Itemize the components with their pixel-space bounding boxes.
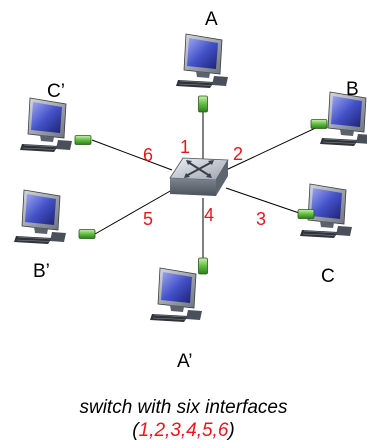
host-b-prime-computer-icon [13, 189, 67, 245]
host-label-a: A [205, 9, 218, 30]
host-label-b: B [346, 79, 359, 100]
caption-line-1: switch with six interfaces [0, 398, 367, 417]
nic-a-prime-icon [198, 257, 208, 275]
interface-label-1: 1 [180, 137, 191, 157]
interface-label-3: 3 [256, 209, 267, 229]
link-6-to-c-prime [91, 139, 173, 171]
nic-a-icon [198, 95, 208, 113]
host-a-prime-computer-icon [149, 267, 203, 323]
caption-line-2: (1,2,3,4,5,6) [0, 421, 367, 440]
host-label-b-prime: B’ [33, 261, 50, 282]
link-2-to-b [225, 124, 323, 171]
link-3-to-c [225, 187, 303, 215]
caption-open-paren: ( [132, 420, 139, 441]
host-c-prime-computer-icon [19, 97, 73, 153]
nic-b-icon [310, 119, 328, 129]
host-a-computer-icon [175, 33, 229, 89]
interface-label-5: 5 [143, 209, 154, 229]
interface-label-2: 2 [233, 144, 244, 164]
link-5-to-b-prime [94, 189, 173, 235]
host-label-a-prime: A’ [177, 351, 193, 372]
host-label-c-prime: C’ [47, 81, 65, 102]
caption-close-paren: ) [228, 420, 235, 441]
links [91, 110, 323, 262]
host-b-computer-icon [319, 91, 367, 147]
nic-c-prime-icon [74, 135, 92, 145]
host-label-c: C [321, 266, 335, 287]
interface-label-6: 6 [143, 145, 154, 165]
network-switch-icon [169, 157, 229, 196]
nic-b-prime-icon [78, 229, 96, 239]
caption-text: switch with six interfaces [79, 397, 288, 418]
caption-interface-list: 1,2,3,4,5,6 [138, 420, 229, 441]
interface-label-4: 4 [204, 205, 215, 225]
nic-c-icon [297, 209, 315, 219]
